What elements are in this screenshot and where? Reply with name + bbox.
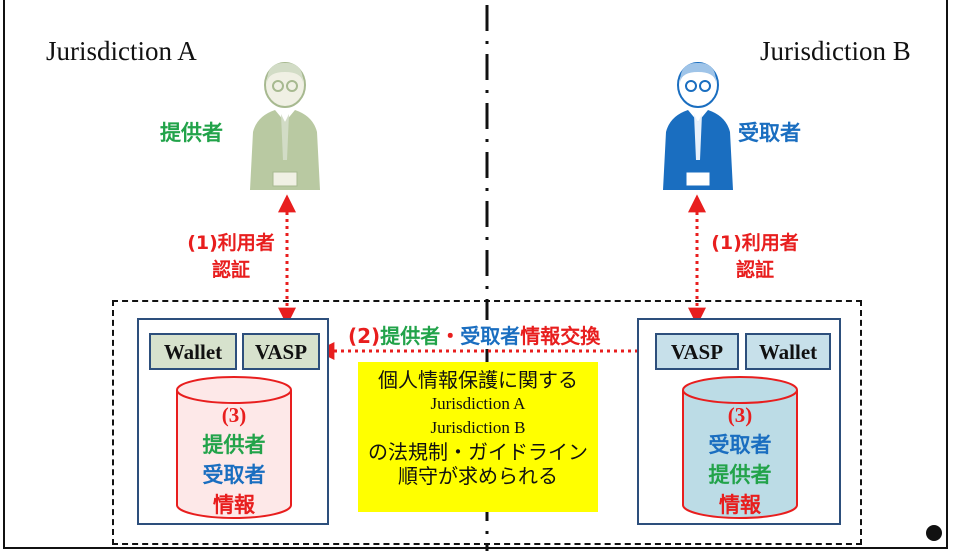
db-line3: 情報 (213, 493, 255, 517)
note-line1: 個人情報保護に関する (378, 368, 578, 392)
db-num: (3) (727, 403, 753, 427)
auth-line1: (1)利用者 (187, 232, 275, 254)
db-line1: 受取者 (708, 433, 772, 457)
privacy-note: 個人情報保護に関する Jurisdiction A Jurisdiction B… (358, 362, 598, 512)
receiver-label: 受取者 (738, 121, 801, 145)
receiver-db-text: (3) 受取者 提供者 情報 (683, 400, 797, 520)
db-line2: 受取者 (202, 463, 266, 487)
db-num: (3) (221, 403, 247, 427)
auth-line2: 認証 (735, 259, 774, 281)
jurisdiction-a-label: Jurisdiction A (46, 36, 197, 66)
receiver-auth-label: (1)利用者 認証 (700, 230, 810, 284)
note-line2: Jurisdiction A (430, 394, 526, 413)
exchange-receiver: 受取者 (460, 324, 521, 348)
provider-wallet-box: Wallet (149, 333, 237, 370)
exchange-prefix: (2) (348, 324, 381, 348)
note-line5: 順守が求められる (398, 464, 558, 488)
provider-auth-label: (1)利用者 認証 (176, 230, 286, 284)
receiver-vasp-box: VASP (655, 333, 739, 370)
db-line2: 提供者 (708, 463, 772, 487)
auth-line2: 認証 (211, 259, 250, 281)
exchange-label: (2)提供者・受取者情報交換 (346, 320, 603, 349)
provider-person-icon (250, 62, 320, 190)
auth-line1: (1)利用者 (711, 232, 799, 254)
exchange-suffix: 情報交換 (520, 324, 601, 348)
provider-vasp-box: VASP (242, 333, 320, 370)
receiver-person-icon (663, 62, 733, 190)
note-line4: の法規制・ガイドライン (368, 440, 588, 464)
receiver-wallet-box: Wallet (745, 333, 831, 370)
jurisdiction-b-label: Jurisdiction B (760, 36, 911, 66)
provider-label: 提供者 (160, 121, 223, 145)
db-line3: 情報 (719, 493, 761, 517)
db-line1: 提供者 (202, 433, 266, 457)
vasp-system-box (112, 300, 862, 545)
bullet-dot (926, 525, 942, 541)
outer-frame (3, 0, 948, 549)
provider-db-text: (3) 提供者 受取者 情報 (177, 400, 291, 520)
exchange-dot: ・ (440, 324, 461, 348)
exchange-provider: 提供者 (380, 324, 441, 348)
note-line3: Jurisdiction B (430, 418, 526, 437)
